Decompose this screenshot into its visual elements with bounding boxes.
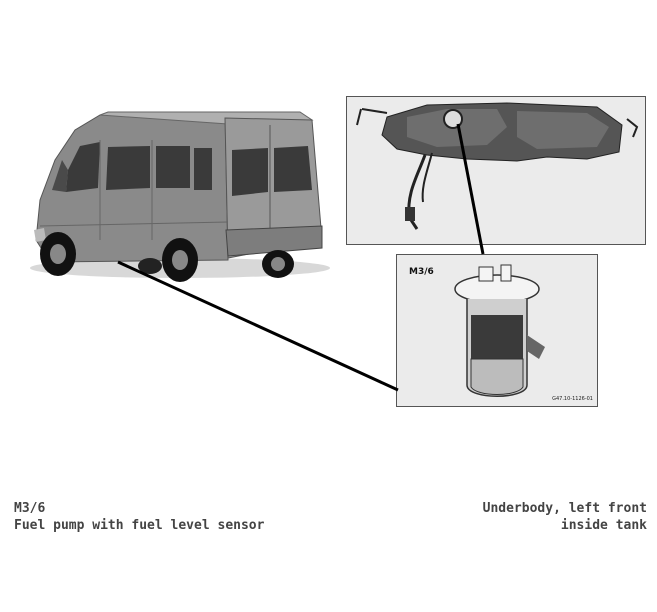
component-description: Fuel pump with fuel level sensor — [14, 517, 264, 534]
location-line-1: Underbody, left front — [483, 500, 647, 517]
component-code: M3/6 — [14, 500, 264, 517]
component-caption: M3/6 Fuel pump with fuel level sensor — [14, 500, 264, 534]
leader-line-van-to-pump — [118, 262, 398, 390]
location-line-2: inside tank — [483, 517, 647, 534]
leader-line-tank-to-pump — [458, 124, 483, 254]
location-caption: Underbody, left front inside tank — [483, 500, 647, 534]
